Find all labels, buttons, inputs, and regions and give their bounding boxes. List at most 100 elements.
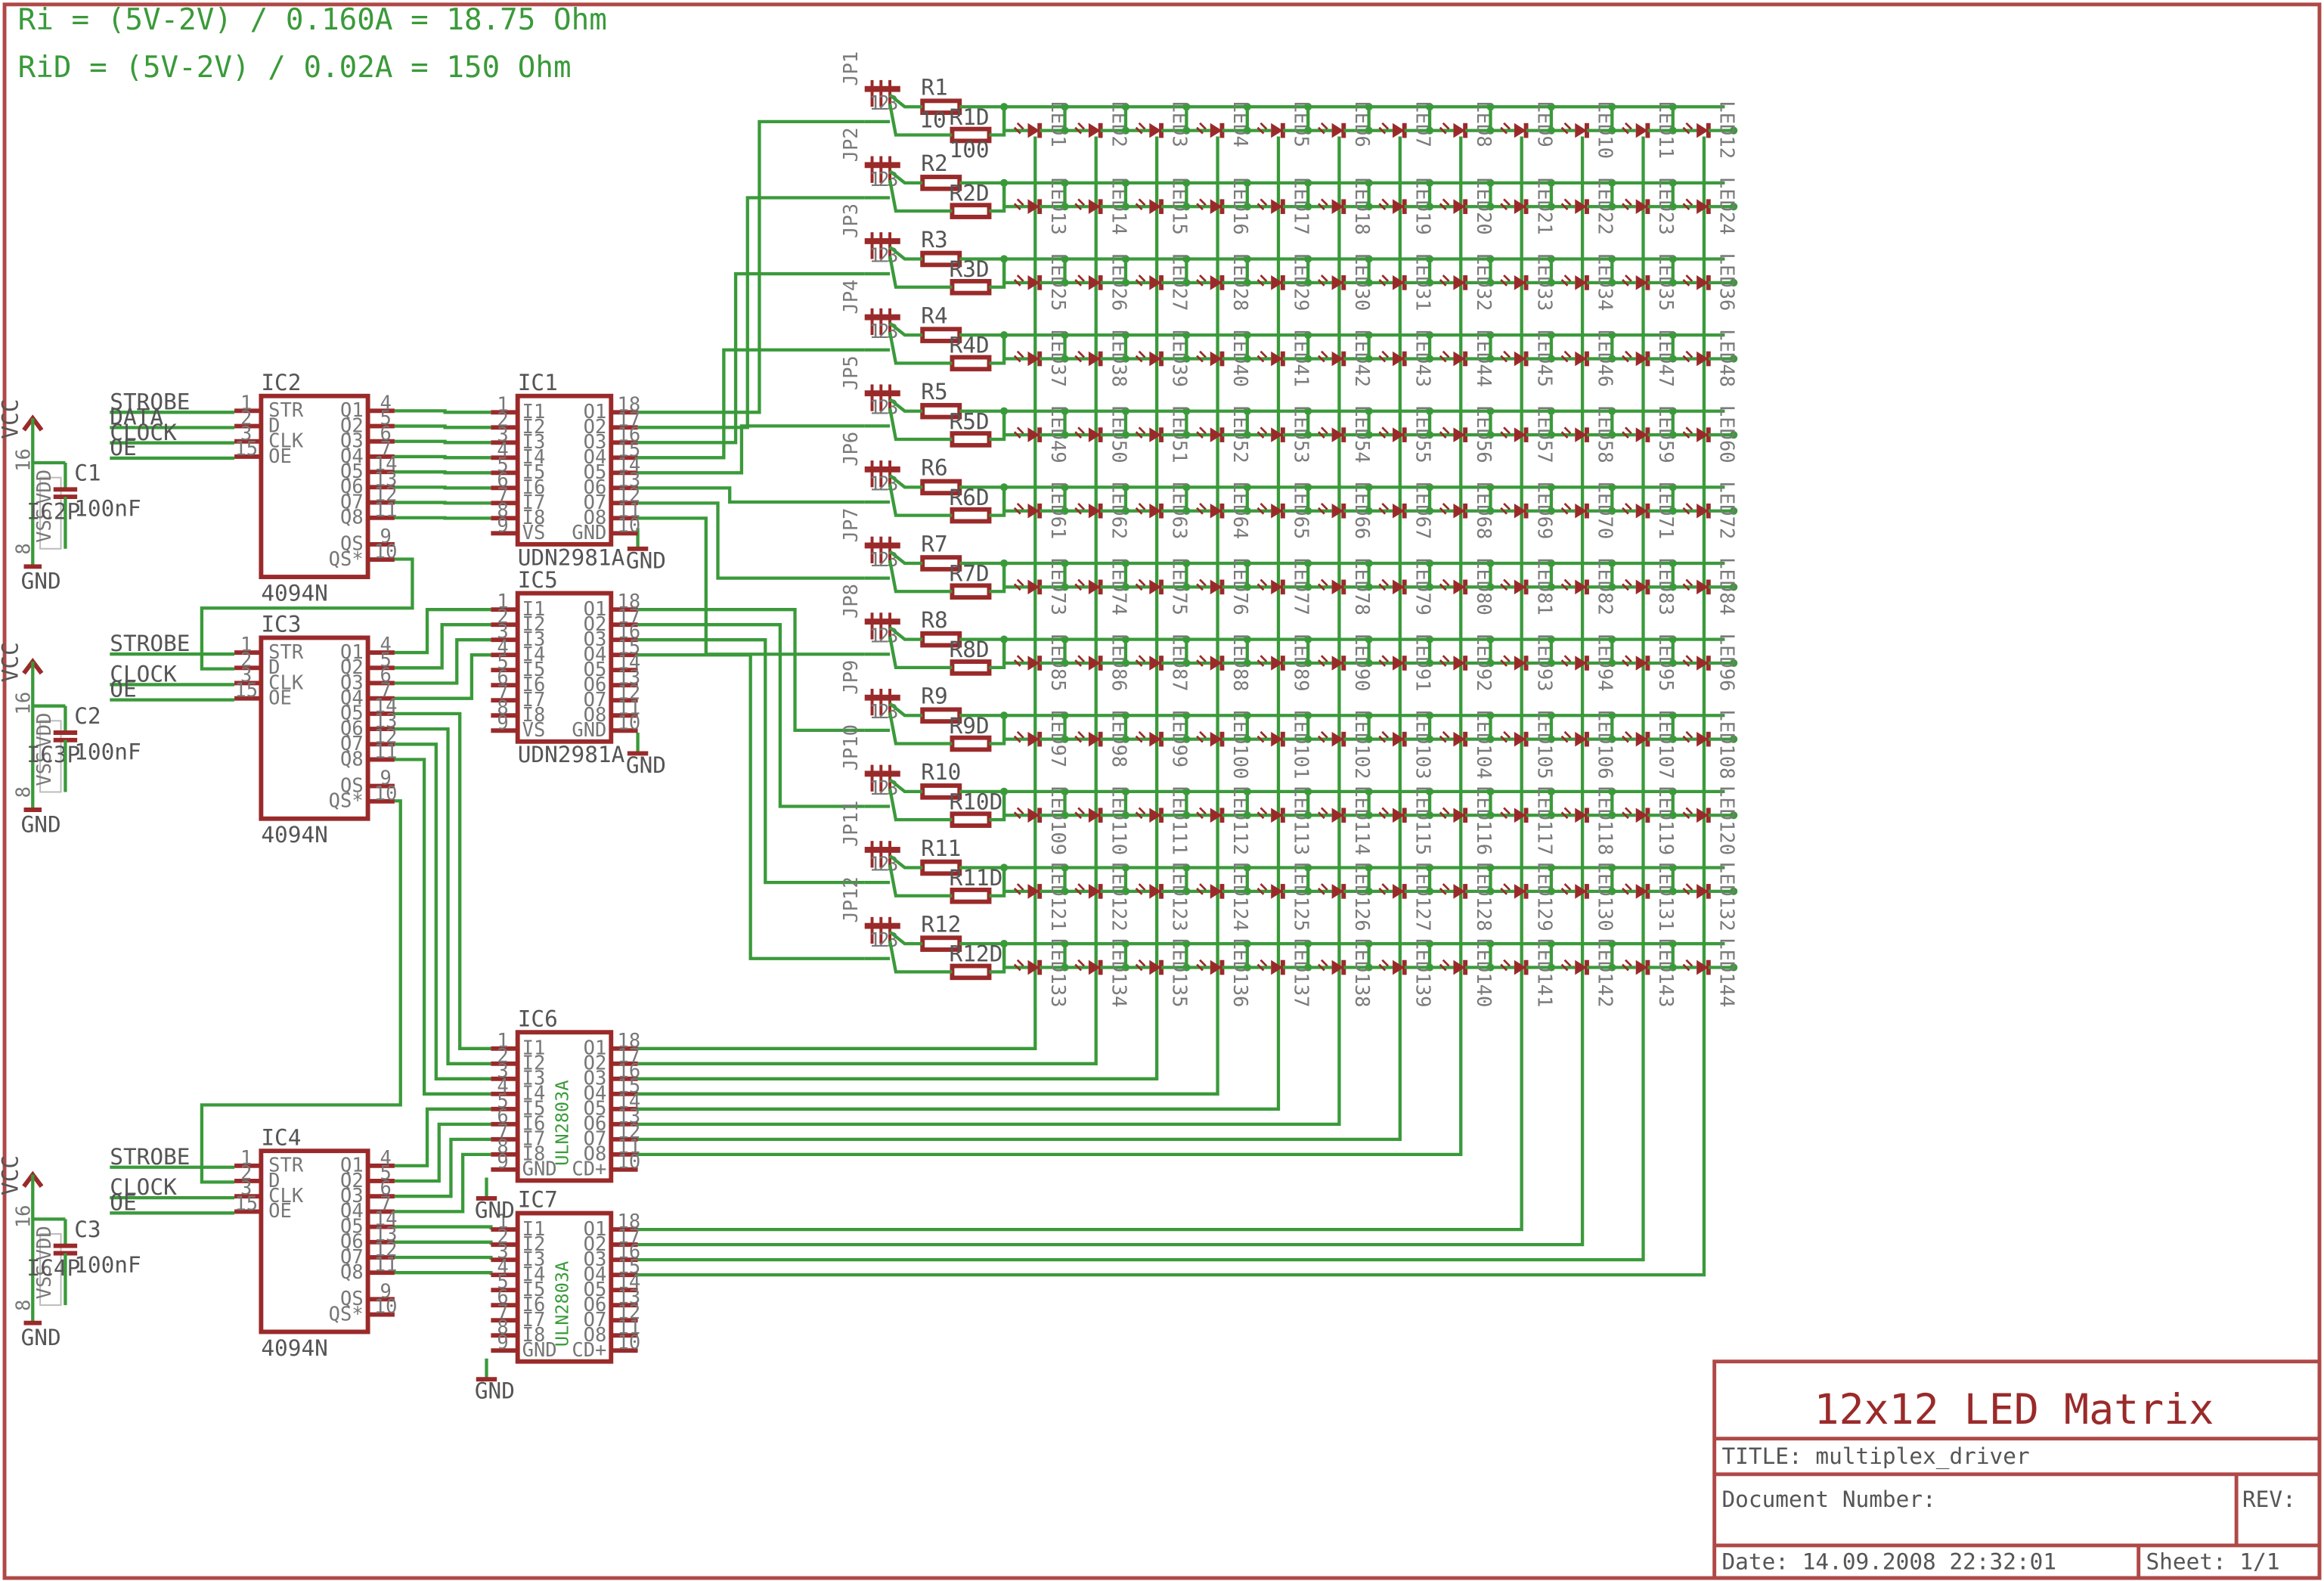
led-arrow [1196, 431, 1204, 439]
junction-dot [1669, 331, 1677, 339]
pin-number: 12 [617, 1121, 640, 1143]
jumper-pin-number: 2 [878, 473, 889, 495]
led-arrow [1503, 502, 1511, 510]
driver-to-row [637, 424, 865, 475]
led-arrow [1622, 735, 1629, 743]
led-diode [1331, 427, 1344, 442]
led-arrow [1442, 578, 1450, 587]
led: LED7 [1367, 101, 1433, 147]
pin-name: I3 [522, 431, 546, 454]
pin-number: 10 [374, 783, 398, 805]
jumper-label: JP9 [840, 660, 863, 695]
pin-number: 10 [617, 1331, 640, 1354]
led-diode [1331, 122, 1344, 138]
resistor-wire [888, 246, 923, 261]
pin-name: Q8 [340, 748, 364, 770]
pin-name: OE [268, 687, 292, 710]
led-arrow [1135, 887, 1143, 895]
led-arrow [1563, 655, 1572, 663]
pin-number: 5 [380, 649, 391, 671]
led-arrow [1563, 807, 1572, 815]
resistor-wire [989, 867, 1006, 897]
led-wire [1306, 867, 1332, 894]
pin-name: O7 [584, 689, 607, 711]
led-arrow [1560, 431, 1569, 439]
led-arrow [1685, 122, 1693, 130]
junction-dot [1486, 711, 1495, 720]
sr-to-driver [394, 608, 491, 655]
led-arrow [1439, 659, 1447, 667]
jumper-pin-number: 1 [869, 397, 881, 420]
sr-type: 4094N [261, 822, 328, 848]
led-wire [1549, 791, 1576, 817]
led-diode [1635, 579, 1648, 595]
pin-number: 13 [617, 666, 640, 689]
led-arrow [1378, 811, 1387, 820]
pin-number: 17 [617, 606, 640, 628]
pin-name: CD+ [572, 1158, 606, 1181]
led-wire [1367, 107, 1393, 132]
pin-name: O4 [584, 643, 607, 666]
jumper-label: JP4 [840, 280, 863, 315]
pin-number: 18 [617, 591, 640, 613]
pin-number: 12 [617, 1301, 640, 1324]
supply-pins-box [39, 720, 62, 793]
led-diode [1697, 427, 1709, 442]
led-arrow [1199, 655, 1207, 663]
resistor-label: R1 [921, 75, 947, 101]
led-arrow [1077, 883, 1085, 891]
led-wire [1002, 791, 1028, 817]
pin-name: Q8 [340, 507, 364, 529]
resistor-label: R10 [921, 759, 961, 785]
jumper-pin-number: 2 [878, 625, 889, 648]
led: LED12 [1671, 101, 1738, 159]
resistor-label: R4 [921, 302, 947, 328]
led-arrow [1135, 203, 1143, 211]
led: LED78 [1306, 557, 1373, 615]
pin-name: O4 [584, 1263, 607, 1286]
jumper-pin-number: 1 [869, 625, 881, 648]
led-arrow [1135, 659, 1143, 667]
led-arrow [1138, 426, 1146, 435]
led-arrow [1563, 578, 1572, 587]
led-arrow [1378, 583, 1387, 591]
sr-to-driver [394, 1122, 491, 1183]
cap-label: C3 [74, 1217, 101, 1242]
led-diode [1088, 199, 1101, 215]
pin-number: 14 [617, 1271, 640, 1294]
led-wire [1489, 182, 1514, 209]
driver-to-column [637, 1003, 1281, 1111]
led-arrow [1439, 887, 1447, 895]
pin-name: Q4 [340, 1200, 364, 1223]
pin-number: 3 [240, 1177, 252, 1200]
pin-name: I2 [522, 416, 546, 439]
junction-dot [1486, 255, 1495, 263]
led-wire [1427, 107, 1454, 132]
pin-number: 9 [497, 514, 508, 537]
junction-dot [1061, 711, 1069, 720]
led-arrow [1685, 578, 1693, 587]
led-diode [1514, 199, 1526, 215]
led-label: LED12 [1715, 101, 1738, 159]
led-arrow [1260, 198, 1268, 206]
junction-dot [1425, 255, 1434, 263]
led-arrow [1260, 730, 1268, 739]
junction-dot [1365, 255, 1373, 263]
led-diode [1271, 199, 1283, 215]
pin-name: I3 [522, 628, 546, 651]
led-wire [1185, 107, 1210, 132]
pin-name: O1 [584, 598, 607, 621]
pin-number: 16 [12, 448, 35, 472]
pin-number: 15 [234, 438, 258, 460]
led-arrow [1016, 426, 1024, 435]
led-arrow [1622, 811, 1629, 820]
led-arrow [1560, 583, 1569, 591]
junction-dot [1730, 583, 1738, 591]
led-wire [1185, 182, 1210, 209]
led-arrow [1013, 431, 1021, 439]
led-arrow [1500, 126, 1508, 135]
led-wire [1306, 182, 1332, 209]
driver-body [515, 1211, 614, 1364]
resistor-d-label: R10D [950, 789, 1003, 814]
